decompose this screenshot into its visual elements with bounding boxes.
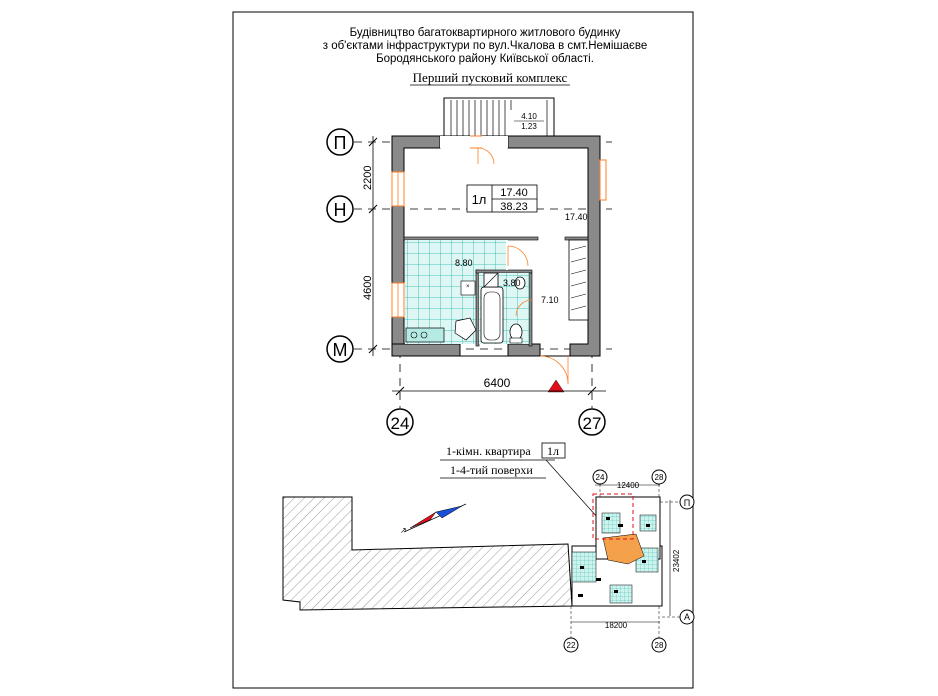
room-living-area: 17.40 [565,212,588,222]
keyplan-dim-right: 23402 [672,549,681,572]
keyplan-dim-bottom: 18200 [605,621,628,630]
keyplan-axis-28-top: 28 [655,473,664,482]
legend-floors: 1-4-тий поверхи [450,463,533,477]
axis-marker-N: Н [326,195,354,223]
balcony-area-a: 4.10 [521,112,537,121]
svg-text:27: 27 [583,414,602,433]
keyplan-axis-P: П [684,498,690,508]
balcony: 4.10 1.23 [443,97,555,139]
horizontal-dimension: 6400 [392,376,606,396]
room-hall-area: 7.10 [541,295,559,305]
axis-marker-27: 27 [578,408,606,436]
unit-living-area: 17.40 [500,187,528,199]
partitions: × [403,236,589,393]
site-building [282,496,573,611]
axis-marker-M: М [326,335,354,363]
complex-subtitle: Перший пусковий комплекс [412,70,568,85]
dim-4600: 4600 [362,276,374,300]
dim-2200: 2200 [362,166,374,190]
room-bath-area: 3.80 [503,278,521,288]
unit-tag: 1л 17.40 38.23 [466,184,538,213]
sheet-frame [232,11,694,689]
unit-code: 1л [472,192,487,207]
cross-mark: × [466,284,470,290]
title-line-3: Бородянського району Київської області. [376,53,594,65]
balcony-area-b: 1.23 [521,122,537,131]
room-kitchen-area: 8.80 [455,258,473,268]
dim-6400: 6400 [484,376,511,390]
svg-text:24: 24 [391,414,410,433]
north-arrow-icon: ↗ [400,503,467,535]
vertical-dimension: 2200 4600 [362,136,378,356]
key-plan: 12400 18200 23402 24 28 22 28 П А [563,469,695,653]
legend-apartment-code: 1л [547,444,559,458]
keyplan-axis-24: 24 [596,473,605,482]
svg-text:Н: Н [334,200,347,220]
keyplan-axis-28-bottom: 28 [655,641,664,650]
north-letter: ↗ [400,526,407,535]
axis-marker-24: 24 [386,408,414,436]
project-title: Будівництво багатоквартирного житлового … [250,27,720,66]
keyplan-axis-22: 22 [567,641,576,650]
svg-text:М: М [333,340,348,360]
apartment-legend: 1-кімн. квартира 1л 1-4-тий поверхи [440,442,599,519]
title-line-1: Будівництво багатоквартирного житлового … [349,27,621,39]
keyplan-dim-top: 12400 [617,481,640,490]
legend-apartment-label: 1-кімн. квартира [446,444,531,458]
keyplan-axis-A: А [684,612,690,622]
unit-total-area: 38.23 [500,201,528,213]
axis-marker-P: П [326,128,354,156]
svg-text:П: П [334,133,347,153]
title-line-2: з об'єктами інфраструктури по вул.Чкалов… [322,40,648,52]
